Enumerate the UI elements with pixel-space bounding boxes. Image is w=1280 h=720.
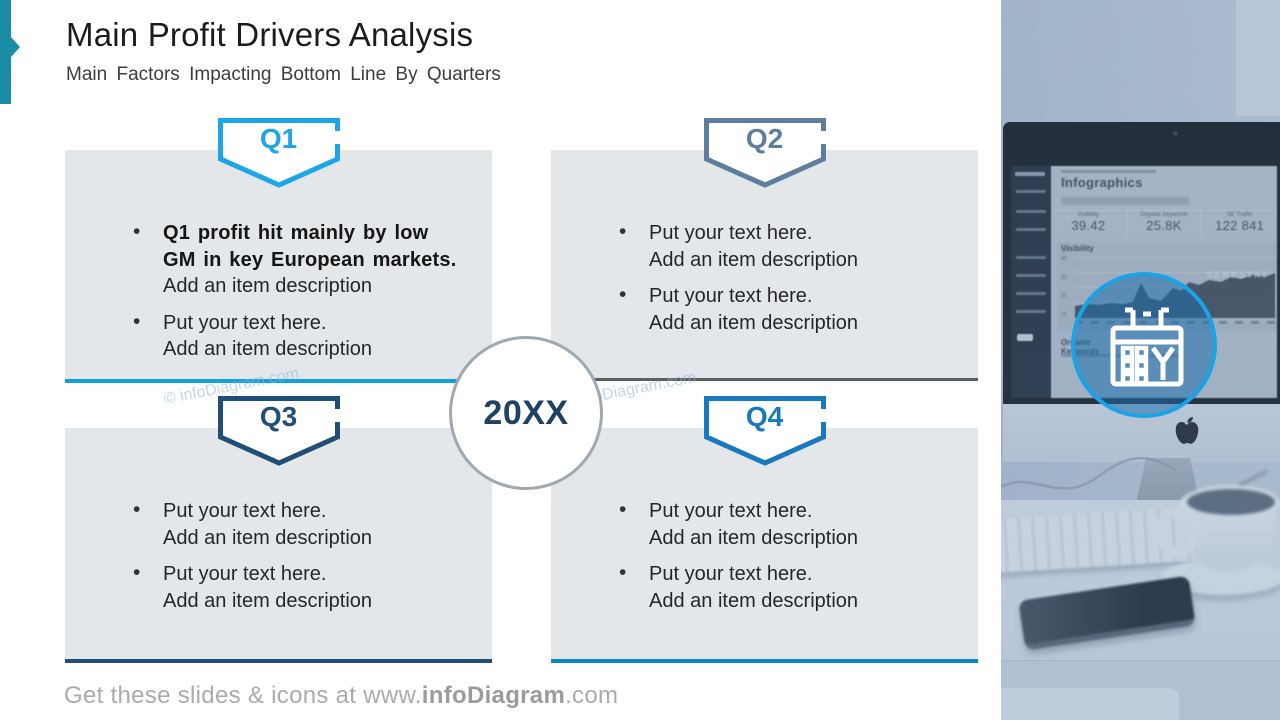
webcam-dot bbox=[1173, 131, 1178, 136]
serpstat-watermark: SERPSTAT bbox=[1206, 270, 1269, 280]
bullet-item: Put your text here. Add an item descript… bbox=[619, 560, 952, 614]
center-year-badge: 20XX bbox=[449, 336, 603, 490]
letter-y bbox=[1150, 346, 1176, 380]
calendar-badge bbox=[1071, 272, 1217, 418]
page-title: Main Profit Drivers Analysis bbox=[66, 16, 474, 53]
q1-label: Q1 bbox=[259, 123, 298, 154]
q3-label: Q3 bbox=[259, 401, 298, 432]
bullet-item: Put your text here. Add an item descript… bbox=[619, 282, 952, 336]
info-icon: ⓘ bbox=[1061, 244, 1069, 255]
stats-row: Visibility 39.42 Organic keywords 25.8K … bbox=[1051, 210, 1277, 237]
stat-visibility: Visibility 39.42 bbox=[1051, 211, 1126, 237]
bullet-item: Put your text here. Add an item descript… bbox=[133, 309, 466, 363]
quarter-panel-q2: Q2 Put your text here. Add an item descr… bbox=[551, 118, 978, 381]
cable bbox=[1001, 456, 1177, 490]
calendar-icon bbox=[1110, 307, 1184, 387]
bullet-item: Q1 profit hit mainly by low GM in key Eu… bbox=[133, 219, 466, 300]
cup-handle bbox=[1155, 507, 1199, 557]
q3-banner: Q3 bbox=[217, 396, 340, 466]
quarter-panel-q4: Q4 Put your text here. Add an item descr… bbox=[551, 396, 978, 663]
apple-logo bbox=[1175, 416, 1199, 444]
bullet-item: Put your text here. Add an item descript… bbox=[133, 560, 466, 614]
q2-label: Q2 bbox=[745, 123, 784, 154]
dashboard-sidebar bbox=[1011, 166, 1051, 398]
bullet-item: Put your text here. Add an item descript… bbox=[133, 497, 466, 551]
stat-organic-keywords: Organic keywords 25.8K bbox=[1125, 211, 1202, 237]
info-icon: ⓘ bbox=[1061, 175, 1069, 186]
subtitle-bar bbox=[1061, 197, 1189, 205]
quarter-panel-q1: Q1 Q1 profit hit mainly by low GM in key… bbox=[65, 118, 492, 383]
bullet-item: Put your text here. Add an item descript… bbox=[619, 497, 952, 551]
y-axis-ticks: 40302010 bbox=[1061, 256, 1073, 318]
q4-banner: Q4 bbox=[703, 396, 826, 466]
wall-corner bbox=[1236, 0, 1280, 116]
q4-label: Q4 bbox=[745, 401, 784, 432]
breadcrumb-bar bbox=[1061, 170, 1156, 173]
coffee-cup bbox=[1151, 455, 1280, 605]
analytics-dashboard: Infographics ⓘ Visibility 39.42 Organic … bbox=[1011, 166, 1277, 398]
footer-credit: Get these slides & icons at www.infoDiag… bbox=[64, 682, 619, 709]
desk-photo: Infographics ⓘ Visibility 39.42 Organic … bbox=[1001, 0, 1280, 720]
info-icon: ⓘ bbox=[1061, 338, 1069, 349]
bullet-item: Put your text here. Add an item descript… bbox=[619, 219, 952, 273]
page-subtitle: Main Factors Impacting Bottom Line By Qu… bbox=[66, 64, 501, 85]
bookmark-accent bbox=[0, 0, 20, 104]
stat-se-traffic: SE Traffic 122 841 bbox=[1201, 211, 1277, 237]
q2-banner: Q2 bbox=[703, 118, 826, 188]
q1-banner: Q1 bbox=[217, 118, 340, 188]
year-label: 20XX bbox=[483, 393, 569, 432]
quarter-panel-q3: Q3 Put your text here. Add an item descr… bbox=[65, 396, 492, 663]
